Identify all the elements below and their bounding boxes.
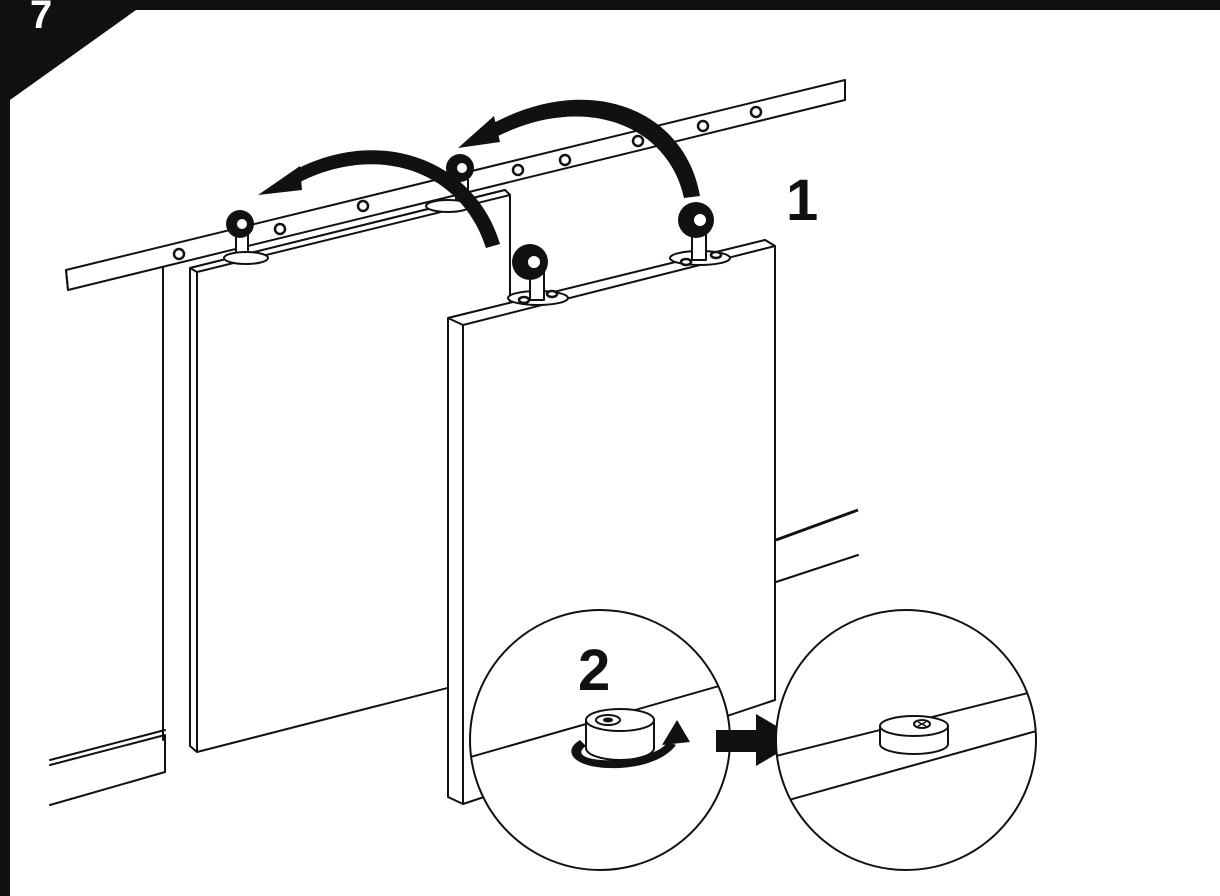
rotate-arrow-icon <box>571 720 690 769</box>
back-door-roller-left <box>223 210 269 265</box>
right-arrow-icon <box>716 714 800 766</box>
floor-guide-knob <box>585 708 655 761</box>
front-door-roller-right <box>669 202 731 267</box>
installed-floor-guide <box>879 715 949 755</box>
floor-guide-zoom: 2 <box>469 609 731 871</box>
step-badge: 7 <box>0 0 150 100</box>
curved-arrow-icon <box>458 99 700 198</box>
front-door-roller-left <box>507 244 569 306</box>
step-2-label: 2 <box>578 638 610 703</box>
result-zoom <box>775 609 1037 871</box>
curved-arrow-icon <box>258 150 500 248</box>
step-1-label: 1 <box>786 168 818 233</box>
step-badge-number: 7 <box>30 0 52 37</box>
baseboard-lines <box>49 508 859 806</box>
